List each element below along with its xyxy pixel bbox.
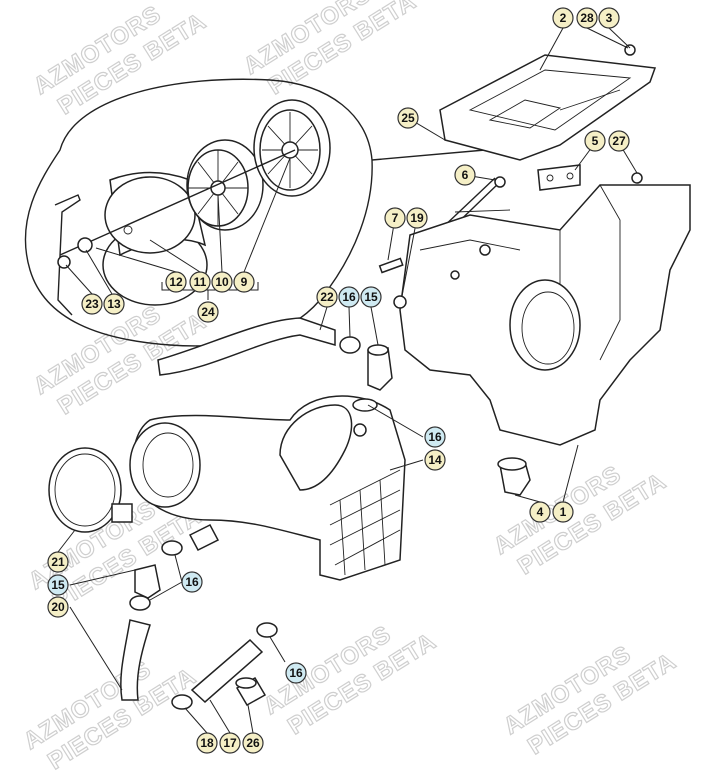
callout-13: 13 — [103, 293, 125, 315]
breather-hose — [157, 317, 336, 376]
callout-4: 4 — [529, 501, 551, 523]
svg-text:24: 24 — [201, 305, 215, 319]
svg-text:16: 16 — [428, 430, 442, 444]
callout-7: 7 — [384, 207, 406, 229]
callout-18: 18 — [196, 732, 218, 754]
svg-text:13: 13 — [107, 297, 121, 311]
callout-25: 25 — [397, 107, 419, 129]
svg-text:22: 22 — [320, 290, 334, 304]
callout-layer: 2 28 3 25 5 27 6 7 19 12 11 10 9 23 13 2… — [47, 7, 630, 754]
callout-16: 16 — [338, 286, 360, 308]
callout-20: 20 — [47, 596, 69, 618]
callout-23: 23 — [81, 293, 103, 315]
callout-1: 1 — [552, 501, 574, 523]
svg-text:12: 12 — [169, 275, 183, 289]
callout-6: 6 — [454, 164, 476, 186]
filter-cage — [186, 139, 264, 231]
svg-text:17: 17 — [223, 736, 237, 750]
svg-text:14: 14 — [428, 453, 442, 467]
callout-17: 17 — [219, 732, 241, 754]
leader-lines — [57, 27, 638, 734]
svg-text:16: 16 — [289, 666, 303, 680]
svg-text:7: 7 — [392, 211, 399, 225]
callout-28: 28 — [576, 7, 598, 29]
screw — [378, 257, 407, 309]
hose-clamp — [339, 336, 361, 354]
lower-hose-clamps — [129, 540, 278, 710]
elbow-fitting — [367, 344, 393, 391]
callout-9: 9 — [233, 271, 255, 293]
callout-16: 16 — [285, 662, 307, 684]
callout-2: 2 — [552, 7, 574, 29]
svg-text:27: 27 — [612, 134, 626, 148]
callout-24: 24 — [197, 301, 219, 323]
svg-text:19: 19 — [410, 211, 424, 225]
filter-rod — [54, 149, 296, 316]
callout-11: 11 — [189, 271, 211, 293]
callout-16: 16 — [181, 571, 203, 593]
lower-elbow-fitting — [134, 564, 161, 599]
callout-12: 12 — [165, 271, 187, 293]
svg-text:4: 4 — [537, 505, 544, 519]
svg-text:5: 5 — [592, 134, 599, 148]
callout-16: 16 — [424, 426, 446, 448]
airbox-body — [399, 172, 691, 446]
svg-text:1: 1 — [560, 505, 567, 519]
svg-text:21: 21 — [51, 555, 65, 569]
svg-text:18: 18 — [200, 736, 214, 750]
svg-text:3: 3 — [606, 11, 613, 25]
callout-15: 15 — [47, 574, 69, 596]
svg-text:23: 23 — [85, 297, 99, 311]
callout-22: 22 — [316, 286, 338, 308]
svg-text:15: 15 — [51, 578, 65, 592]
callout-5: 5 — [584, 130, 606, 152]
airbox-lid — [439, 44, 657, 161]
filter-support-disc — [253, 99, 331, 197]
intake-duct — [129, 395, 406, 581]
duct-clamp — [48, 447, 133, 533]
callout-19: 19 — [406, 207, 428, 229]
svg-text:25: 25 — [401, 111, 415, 125]
callout-26: 26 — [242, 732, 264, 754]
svg-text:10: 10 — [215, 275, 229, 289]
svg-text:15: 15 — [364, 290, 378, 304]
callout-3: 3 — [598, 7, 620, 29]
drain-hose — [120, 619, 151, 701]
callout-14: 14 — [424, 449, 446, 471]
svg-text:16: 16 — [185, 575, 199, 589]
callout-21: 21 — [47, 551, 69, 573]
svg-text:20: 20 — [51, 600, 65, 614]
svg-text:26: 26 — [246, 736, 260, 750]
svg-text:9: 9 — [241, 275, 248, 289]
short-connector-hose — [188, 524, 220, 551]
callout-27: 27 — [608, 130, 630, 152]
svg-text:11: 11 — [194, 275, 207, 289]
svg-text:2: 2 — [560, 11, 567, 25]
bracket — [537, 164, 581, 191]
callout-10: 10 — [211, 271, 233, 293]
svg-text:16: 16 — [342, 290, 356, 304]
callout-15: 15 — [360, 286, 382, 308]
svg-text:28: 28 — [580, 11, 594, 25]
drain-plug — [497, 457, 531, 496]
plug-cap — [235, 676, 267, 707]
connector-hose — [190, 638, 264, 704]
svg-text:6: 6 — [462, 168, 469, 182]
